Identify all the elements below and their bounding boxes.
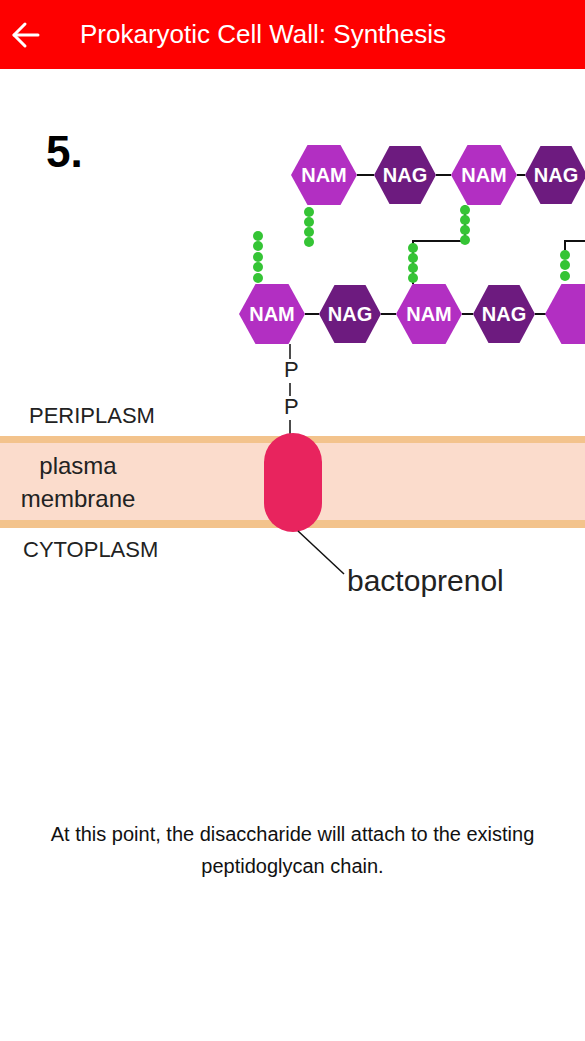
nam-hexagon: NAM xyxy=(396,284,462,344)
hexagon-outline xyxy=(525,146,585,204)
caption-text: At this point, the disaccharide will att… xyxy=(40,818,545,882)
step-number: 5. xyxy=(46,130,83,174)
page-title: Prokaryotic Cell Wall: Synthesis xyxy=(80,0,446,69)
back-arrow-head xyxy=(14,24,25,46)
amino-acid-bead xyxy=(253,241,263,251)
membrane-fill xyxy=(0,436,585,528)
amino-acid-bead xyxy=(253,262,263,272)
hexagon-outline xyxy=(473,285,535,343)
phosphate-label: P xyxy=(284,396,299,418)
sugar-label: NAG xyxy=(319,285,381,343)
sugar-label: NAM xyxy=(451,145,517,205)
sugar-label: NAG xyxy=(473,285,535,343)
hexagon-outline xyxy=(319,285,381,343)
back-arrow xyxy=(14,34,38,37)
amino-acid-bead xyxy=(460,235,470,245)
amino-acid-bead xyxy=(253,252,263,262)
amino-acid-bead xyxy=(304,237,314,247)
glycosidic-bond xyxy=(517,174,525,176)
hexagon-outline xyxy=(396,284,462,344)
partial-nam-hexagon xyxy=(545,284,585,344)
amino-acid-bead xyxy=(304,217,314,227)
glycosidic-bond xyxy=(535,313,546,315)
sugar-label: NAM xyxy=(396,284,462,344)
nag-hexagon: NAG xyxy=(473,285,535,343)
amino-acid-bead xyxy=(253,273,263,283)
peptide-chains xyxy=(253,205,570,283)
nam-hexagon: NAM xyxy=(239,284,305,344)
amino-acid-bead xyxy=(408,263,418,273)
amino-acid-bead xyxy=(408,243,418,253)
amino-acid-bead xyxy=(408,253,418,263)
region-label: PERIPLASM xyxy=(29,405,155,427)
amino-acid-bead xyxy=(304,207,314,217)
amino-acid-bead xyxy=(460,205,470,215)
hexagon-outline xyxy=(451,145,517,205)
phosphate-bond xyxy=(289,344,291,359)
hexagon-outline xyxy=(374,146,436,204)
amino-acid-bead xyxy=(460,225,470,235)
sugar-label: NAG xyxy=(525,146,585,204)
glycosidic-bond xyxy=(381,313,396,315)
amino-acid-bead xyxy=(304,227,314,237)
hexagon-outline xyxy=(291,145,357,205)
region-label: CYTOPLASM xyxy=(23,539,158,561)
amino-acid-bead xyxy=(408,273,418,283)
nam-hexagon: NAM xyxy=(291,145,357,205)
membrane-edge xyxy=(0,520,585,528)
nam-hexagon: NAM xyxy=(451,145,517,205)
amino-acid-bead xyxy=(460,215,470,225)
nag-hexagon: NAG xyxy=(374,146,436,204)
amino-acid-bead xyxy=(560,250,570,260)
hexagon-outline xyxy=(239,284,305,344)
crosslink-line xyxy=(413,205,465,284)
membrane-label: plasma membrane xyxy=(8,449,148,515)
phosphate-bond xyxy=(289,420,291,434)
amino-acid-bead xyxy=(253,231,263,241)
leader-line xyxy=(298,531,344,574)
phosphate-bond xyxy=(289,383,291,396)
amino-acid-bead xyxy=(560,271,570,281)
part-label: bactoprenol xyxy=(347,566,504,596)
nag-hexagon: NAG xyxy=(525,146,585,204)
sugar-label: NAM xyxy=(239,284,305,344)
membrane-shape xyxy=(0,436,585,528)
membrane-band: plasma membrane xyxy=(0,436,585,528)
membrane-edge xyxy=(0,436,585,443)
glycosidic-bond xyxy=(436,174,451,176)
glycosidic-bond xyxy=(357,174,374,176)
nag-hexagon: NAG xyxy=(319,285,381,343)
sugar-label: NAG xyxy=(374,146,436,204)
crosslink-line xyxy=(565,241,585,250)
amino-acid-bead xyxy=(560,260,570,270)
glycosidic-bond xyxy=(462,313,473,315)
glycosidic-bond xyxy=(305,313,319,315)
phosphate-label: P xyxy=(284,359,299,381)
sugar-label: NAM xyxy=(291,145,357,205)
